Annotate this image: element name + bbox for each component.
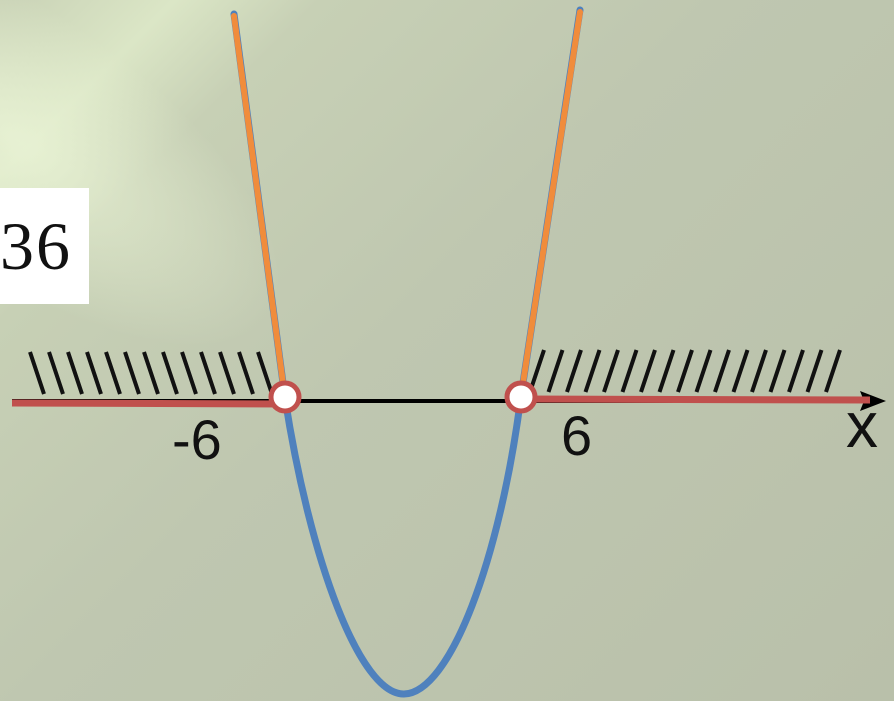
hatch-mark-left	[66, 351, 84, 395]
solution-interval-left	[11, 399, 286, 408]
hatch-mark-right	[657, 349, 676, 393]
hatch-mark-left	[218, 351, 236, 395]
parabola-below-axis	[281, 392, 525, 698]
root-point-right	[504, 380, 538, 414]
solution-interval-right	[520, 395, 871, 404]
hatch-mark-right	[824, 349, 842, 393]
hatch-mark-left	[142, 351, 160, 395]
hatch-mark-left	[104, 351, 122, 395]
hatch-mark-right	[583, 349, 602, 393]
number-text: 36	[0, 207, 72, 284]
number-box: 36	[0, 188, 89, 304]
hatch-mark-right	[787, 349, 805, 393]
hatch-mark-left	[256, 351, 274, 395]
hatch-mark-right	[694, 349, 713, 393]
x-axis-label: x	[846, 389, 878, 461]
hatch-mark-right	[676, 349, 694, 393]
hatch-mark-left	[237, 351, 255, 395]
hatch-mark-right	[805, 349, 824, 393]
parabola-left-branch	[231, 13, 288, 401]
hatch-mark-left	[85, 351, 103, 395]
hatch-mark-left	[123, 351, 141, 395]
hatch-mark-right	[713, 349, 731, 393]
hatch-mark-right	[768, 349, 787, 393]
hatching-left	[28, 351, 274, 395]
hatch-mark-right	[620, 349, 639, 393]
hatch-mark-left	[161, 351, 179, 395]
root-point-left	[268, 380, 302, 414]
root-label-right: 6	[561, 404, 592, 467]
root-label-left: -6	[172, 408, 222, 471]
hatch-mark-right	[528, 349, 546, 393]
hatch-mark-right	[565, 349, 583, 393]
hatching-right	[528, 349, 842, 393]
parabola-right-branch	[518, 9, 583, 399]
hatch-mark-right	[731, 349, 750, 393]
hatch-mark-right	[602, 349, 620, 393]
hatch-mark-right	[750, 349, 768, 393]
hatch-mark-left	[199, 351, 217, 395]
hatch-mark-right	[639, 349, 657, 393]
hatch-mark-left	[28, 351, 46, 395]
hatch-mark-right	[546, 349, 565, 393]
x-axis-arrow	[860, 391, 886, 411]
hatch-mark-left	[180, 351, 198, 395]
hatch-mark-left	[47, 351, 65, 395]
